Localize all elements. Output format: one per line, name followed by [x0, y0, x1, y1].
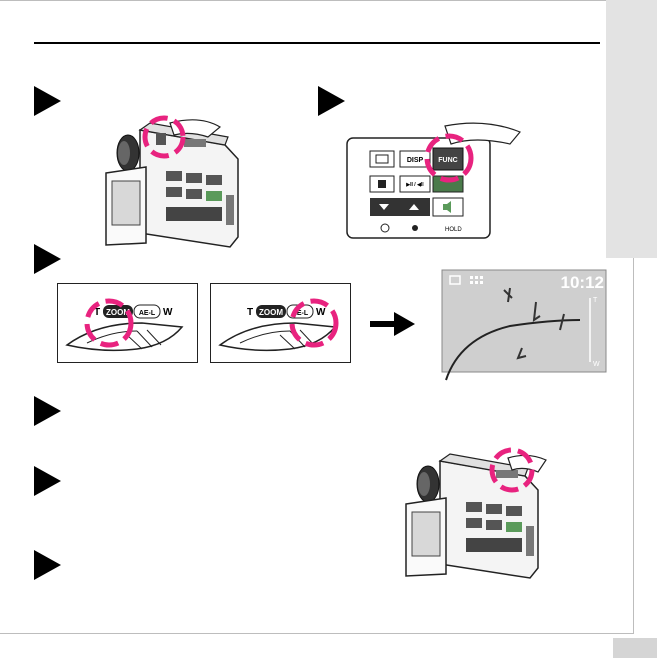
step-arrow-icon: [318, 86, 345, 116]
highlight-ring-icon: [489, 447, 535, 493]
side-tab: [606, 0, 657, 258]
zoom-figure-wide: T ZOOM AE-L W: [210, 283, 351, 363]
zoom-tele-label: T: [247, 307, 253, 318]
disp-label: DISP: [407, 157, 424, 164]
highlight-ring-icon: [142, 115, 186, 159]
top-rule: [0, 0, 608, 1]
camcorder-figure-1: [105, 115, 239, 248]
right-arrow-icon: [370, 312, 415, 336]
step-arrow-icon: [34, 86, 61, 116]
zoom-label: ZOOM: [259, 308, 283, 317]
page-number-box: [613, 638, 657, 658]
ael-label: AE-L: [139, 310, 156, 317]
highlight-ring-icon: [289, 298, 339, 348]
play-label: ▶II / ◀II: [405, 182, 424, 188]
zoom-wide-label: W: [316, 307, 326, 318]
lcd-time: 10:12: [561, 273, 604, 292]
control-panel-figure: DISP FUNC ▶II / ◀II HOLD: [346, 122, 521, 239]
zoom-tele-label: T: [94, 307, 100, 318]
zoom-label: ZOOM: [106, 308, 130, 317]
finger-icon: [507, 454, 547, 473]
highlight-ring-icon: [84, 298, 134, 348]
func-label: FUNC: [438, 157, 457, 164]
grid-icon: [470, 276, 483, 284]
step-arrow-icon: [34, 466, 61, 496]
camcorder-icon: [405, 453, 539, 579]
lcd-preview: 10:12 T W: [441, 269, 607, 381]
step-arrow-icon: [34, 244, 61, 274]
svg-text:HOLD: HOLD: [445, 227, 462, 233]
ael-label: AE-L: [292, 310, 309, 317]
step-arrow-icon: [34, 550, 61, 580]
lcd-tele-mark: T: [593, 297, 598, 304]
lcd-wide-mark: W: [593, 361, 600, 368]
header-rule: [34, 42, 600, 44]
highlight-ring-icon: [424, 133, 474, 183]
page-frame: [0, 0, 634, 634]
step-arrow-icon: [34, 396, 61, 426]
camcorder-icon: [105, 122, 239, 248]
zoom-figure-tele: T ZOOM AE-L W: [57, 283, 198, 363]
zoom-wide-label: W: [163, 307, 173, 318]
camcorder-figure-2: [405, 447, 547, 579]
